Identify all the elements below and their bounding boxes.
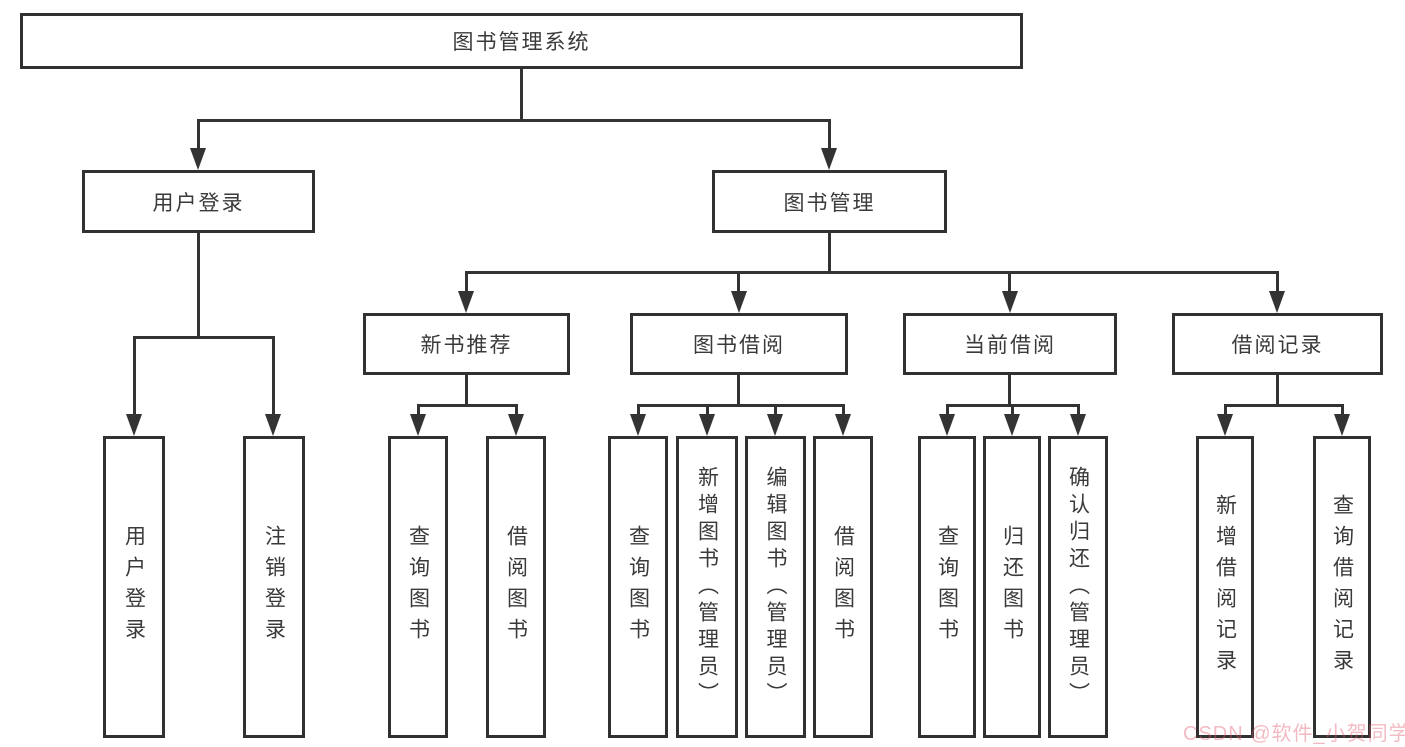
- arrow-down-icon: [508, 414, 524, 436]
- connector-vline: [272, 336, 275, 416]
- node-label: 查询图书: [406, 525, 430, 649]
- node-label: 图书管理: [783, 191, 876, 215]
- node-label: 图书借阅: [693, 334, 785, 357]
- connector-vline: [828, 232, 831, 273]
- node-label: 图书管理系统: [452, 31, 591, 54]
- connector-vline: [1008, 374, 1011, 406]
- arrow-down-icon: [630, 414, 646, 436]
- node-label: 编辑图书（管理员）: [764, 465, 787, 709]
- arrow-down-icon: [1217, 414, 1233, 436]
- connector-vline: [515, 404, 518, 416]
- node-current-borrowing: 当前借阅: [903, 313, 1117, 375]
- connector-vline: [737, 374, 740, 406]
- node-new-book-recommendation: 新书推荐: [363, 313, 570, 375]
- arrow-down-icon: [939, 414, 955, 436]
- csdn-watermark: CSDN @软件_小贺同学: [1183, 723, 1405, 745]
- node-label: 查询借阅记录: [1330, 494, 1354, 680]
- connector-vline: [465, 374, 468, 406]
- leaf-edit-books-admin: 编辑图书（管理员）: [745, 436, 806, 738]
- connector-vline: [197, 119, 200, 150]
- leaf-query-borrow-record: 查询借阅记录: [1313, 436, 1371, 738]
- node-root-book-management-system: 图书管理系统: [20, 13, 1023, 69]
- leaf-query-books-current: 查询图书: [918, 436, 976, 738]
- connector-vline: [637, 404, 640, 416]
- leaf-query-books-recommend: 查询图书: [388, 436, 448, 738]
- arrow-down-icon: [731, 291, 747, 313]
- connector-hline: [465, 271, 1279, 274]
- arrow-down-icon: [1269, 291, 1285, 313]
- leaf-borrow-books-borrowing: 借阅图书: [813, 436, 873, 738]
- arrow-down-icon: [1002, 291, 1018, 313]
- node-label: 查询图书: [935, 525, 959, 649]
- connector-hline: [197, 119, 831, 122]
- connector-vline: [737, 271, 740, 293]
- connector-hline: [133, 336, 275, 339]
- connector-vline: [197, 232, 200, 338]
- arrow-down-icon: [1004, 414, 1020, 436]
- arrow-down-icon: [821, 148, 837, 170]
- leaf-query-books-borrowing: 查询图书: [608, 436, 668, 738]
- connector-vline: [1224, 404, 1227, 416]
- arrow-down-icon: [410, 414, 426, 436]
- leaf-logout: 注销登录: [243, 436, 305, 738]
- node-user-login-branch: 用户登录: [82, 170, 315, 233]
- connector-vline: [828, 119, 831, 150]
- connector-hline: [637, 404, 845, 407]
- arrow-down-icon: [190, 148, 206, 170]
- arrow-down-icon: [1070, 414, 1086, 436]
- connector-vline: [417, 404, 420, 416]
- node-label: 新增借阅记录: [1213, 494, 1237, 680]
- connector-vline: [1341, 404, 1344, 416]
- arrow-down-icon: [1334, 414, 1350, 436]
- node-label: 用户登录: [152, 191, 245, 215]
- leaf-return-books: 归还图书: [983, 436, 1041, 738]
- node-label: 查询图书: [626, 525, 650, 649]
- connector-vline: [465, 271, 468, 293]
- arrow-down-icon: [126, 414, 142, 436]
- node-book-borrowing: 图书借阅: [630, 313, 848, 375]
- arrow-down-icon: [835, 414, 851, 436]
- node-label: 借阅图书: [831, 525, 855, 649]
- node-label: 注销登录: [262, 525, 286, 649]
- node-label: 借阅记录: [1231, 334, 1324, 357]
- node-label: 新书推荐: [420, 334, 513, 357]
- leaf-add-borrow-record: 新增借阅记录: [1196, 436, 1254, 738]
- node-label: 借阅图书: [504, 525, 528, 649]
- leaf-user-login: 用户登录: [103, 436, 165, 738]
- arrow-down-icon: [265, 414, 281, 436]
- connector-vline: [1276, 271, 1279, 293]
- connector-vline: [1077, 404, 1080, 416]
- leaf-borrow-books-recommend: 借阅图书: [486, 436, 546, 738]
- arrow-down-icon: [458, 291, 474, 313]
- node-borrowing-records: 借阅记录: [1172, 313, 1383, 375]
- connector-vline: [520, 69, 523, 120]
- node-label: 归还图书: [1000, 525, 1024, 649]
- leaf-add-books-admin: 新增图书（管理员）: [676, 436, 738, 738]
- node-label: 新增图书（管理员）: [695, 465, 719, 709]
- leaf-confirm-return-admin: 确认归还（管理员）: [1048, 436, 1108, 738]
- connector-hline: [1224, 404, 1344, 407]
- connector-vline: [1276, 374, 1279, 406]
- connector-vline: [1008, 271, 1011, 293]
- node-label: 确认归还（管理员）: [1066, 465, 1090, 709]
- connector-hline: [417, 404, 518, 407]
- connector-vline: [842, 404, 845, 416]
- node-label: 用户登录: [122, 525, 146, 649]
- node-label: 当前借阅: [964, 334, 1056, 357]
- node-book-management-branch: 图书管理: [712, 170, 947, 233]
- connector-vline: [946, 404, 949, 416]
- connector-vline: [706, 404, 709, 416]
- connector-vline: [774, 404, 777, 416]
- arrow-down-icon: [767, 414, 783, 436]
- connector-vline: [133, 336, 136, 416]
- arrow-down-icon: [699, 414, 715, 436]
- connector-vline: [1011, 404, 1014, 416]
